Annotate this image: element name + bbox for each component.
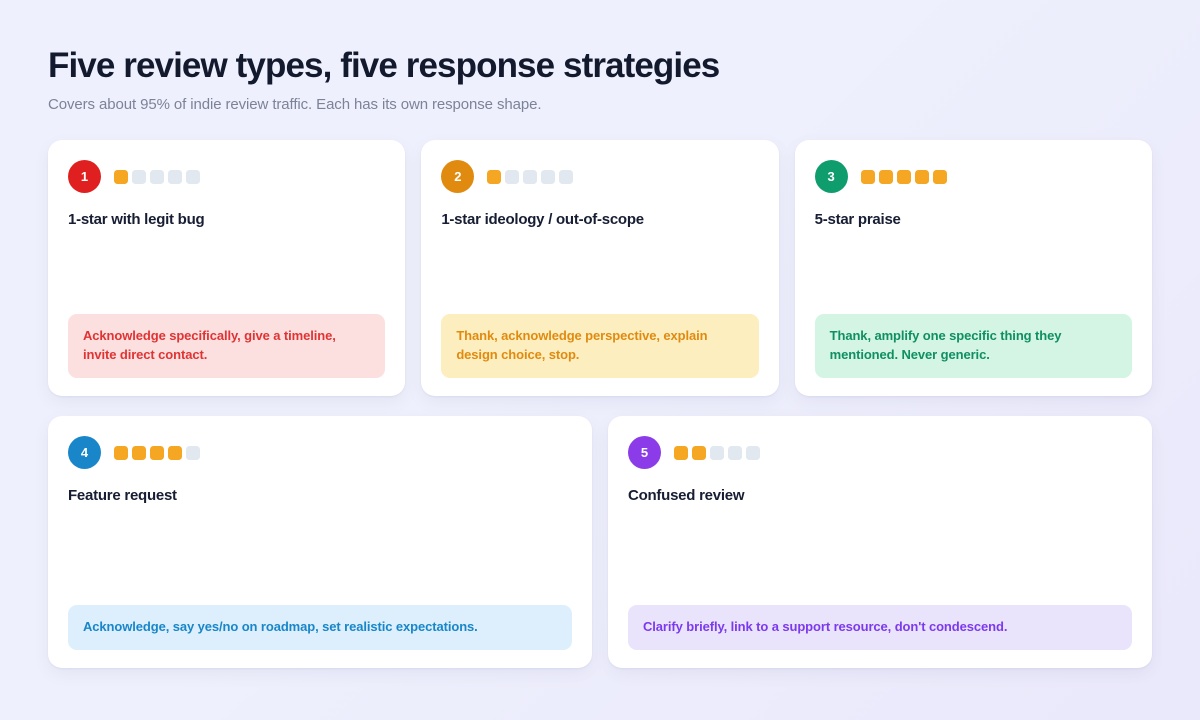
page-header: Five review types, five response strateg… <box>48 0 1152 113</box>
page-title: Five review types, five response strateg… <box>48 46 720 85</box>
card-header: 1 <box>68 160 385 193</box>
page-subtitle: Covers about 95% of indie review traffic… <box>48 96 542 114</box>
card-title: Confused review <box>628 487 745 504</box>
response-strategy-note: Thank, amplify one specific thing they m… <box>814 314 1132 378</box>
star-rating <box>114 445 200 460</box>
star-empty-icon <box>186 169 200 184</box>
star-empty-icon <box>168 169 182 184</box>
card-number-badge: 2 <box>441 160 475 193</box>
star-filled-icon <box>860 169 875 184</box>
star-filled-icon <box>692 445 706 460</box>
card-number-badge: 1 <box>68 160 101 193</box>
star-filled-icon <box>114 445 128 460</box>
star-empty-icon <box>132 169 146 184</box>
star-rating <box>487 169 574 184</box>
star-empty-icon <box>710 445 724 460</box>
star-rating <box>114 169 200 184</box>
star-empty-icon <box>186 445 200 460</box>
star-empty-icon <box>523 169 538 184</box>
card-header: 4 <box>68 436 572 469</box>
card-title: 5-star praise <box>814 211 901 228</box>
card-title: Feature request <box>68 487 177 504</box>
star-filled-icon <box>168 445 182 460</box>
card-spacer <box>628 506 1132 605</box>
star-filled-icon <box>487 169 502 184</box>
response-strategy-note: Thank, acknowledge perspective, explain … <box>441 314 759 378</box>
star-empty-icon <box>541 169 556 184</box>
card-number-badge: 5 <box>628 436 661 469</box>
star-empty-icon <box>150 169 164 184</box>
star-filled-icon <box>914 169 929 184</box>
star-empty-icon <box>728 445 742 460</box>
card-number-badge: 3 <box>814 160 848 193</box>
card-spacer <box>815 230 1132 315</box>
card-spacer <box>68 230 385 315</box>
star-rating <box>860 169 947 184</box>
star-filled-icon <box>878 169 893 184</box>
response-strategy-note: Acknowledge specifically, give a timelin… <box>68 314 386 378</box>
star-empty-icon <box>559 169 574 184</box>
star-filled-icon <box>896 169 911 184</box>
response-strategy-note: Clarify briefly, link to a support resou… <box>628 605 1132 650</box>
star-rating <box>674 445 760 460</box>
card-header: 2 <box>441 160 758 193</box>
card-title: 1-star ideology / out-of-scope <box>441 211 644 228</box>
card-header: 3 <box>814 160 1132 193</box>
star-filled-icon <box>132 445 146 460</box>
card-spacer <box>68 506 572 605</box>
star-empty-icon <box>746 445 760 460</box>
star-empty-icon <box>505 169 520 184</box>
card-title: 1-star with legit bug <box>68 211 205 228</box>
card-header: 5 <box>628 436 1132 469</box>
star-filled-icon <box>150 445 164 460</box>
star-filled-icon <box>932 169 947 184</box>
response-strategy-note: Acknowledge, say yes/no on roadmap, set … <box>68 605 572 650</box>
star-filled-icon <box>114 169 128 184</box>
star-filled-icon <box>674 445 688 460</box>
card-number-badge: 4 <box>68 436 101 469</box>
card-spacer <box>441 230 758 315</box>
